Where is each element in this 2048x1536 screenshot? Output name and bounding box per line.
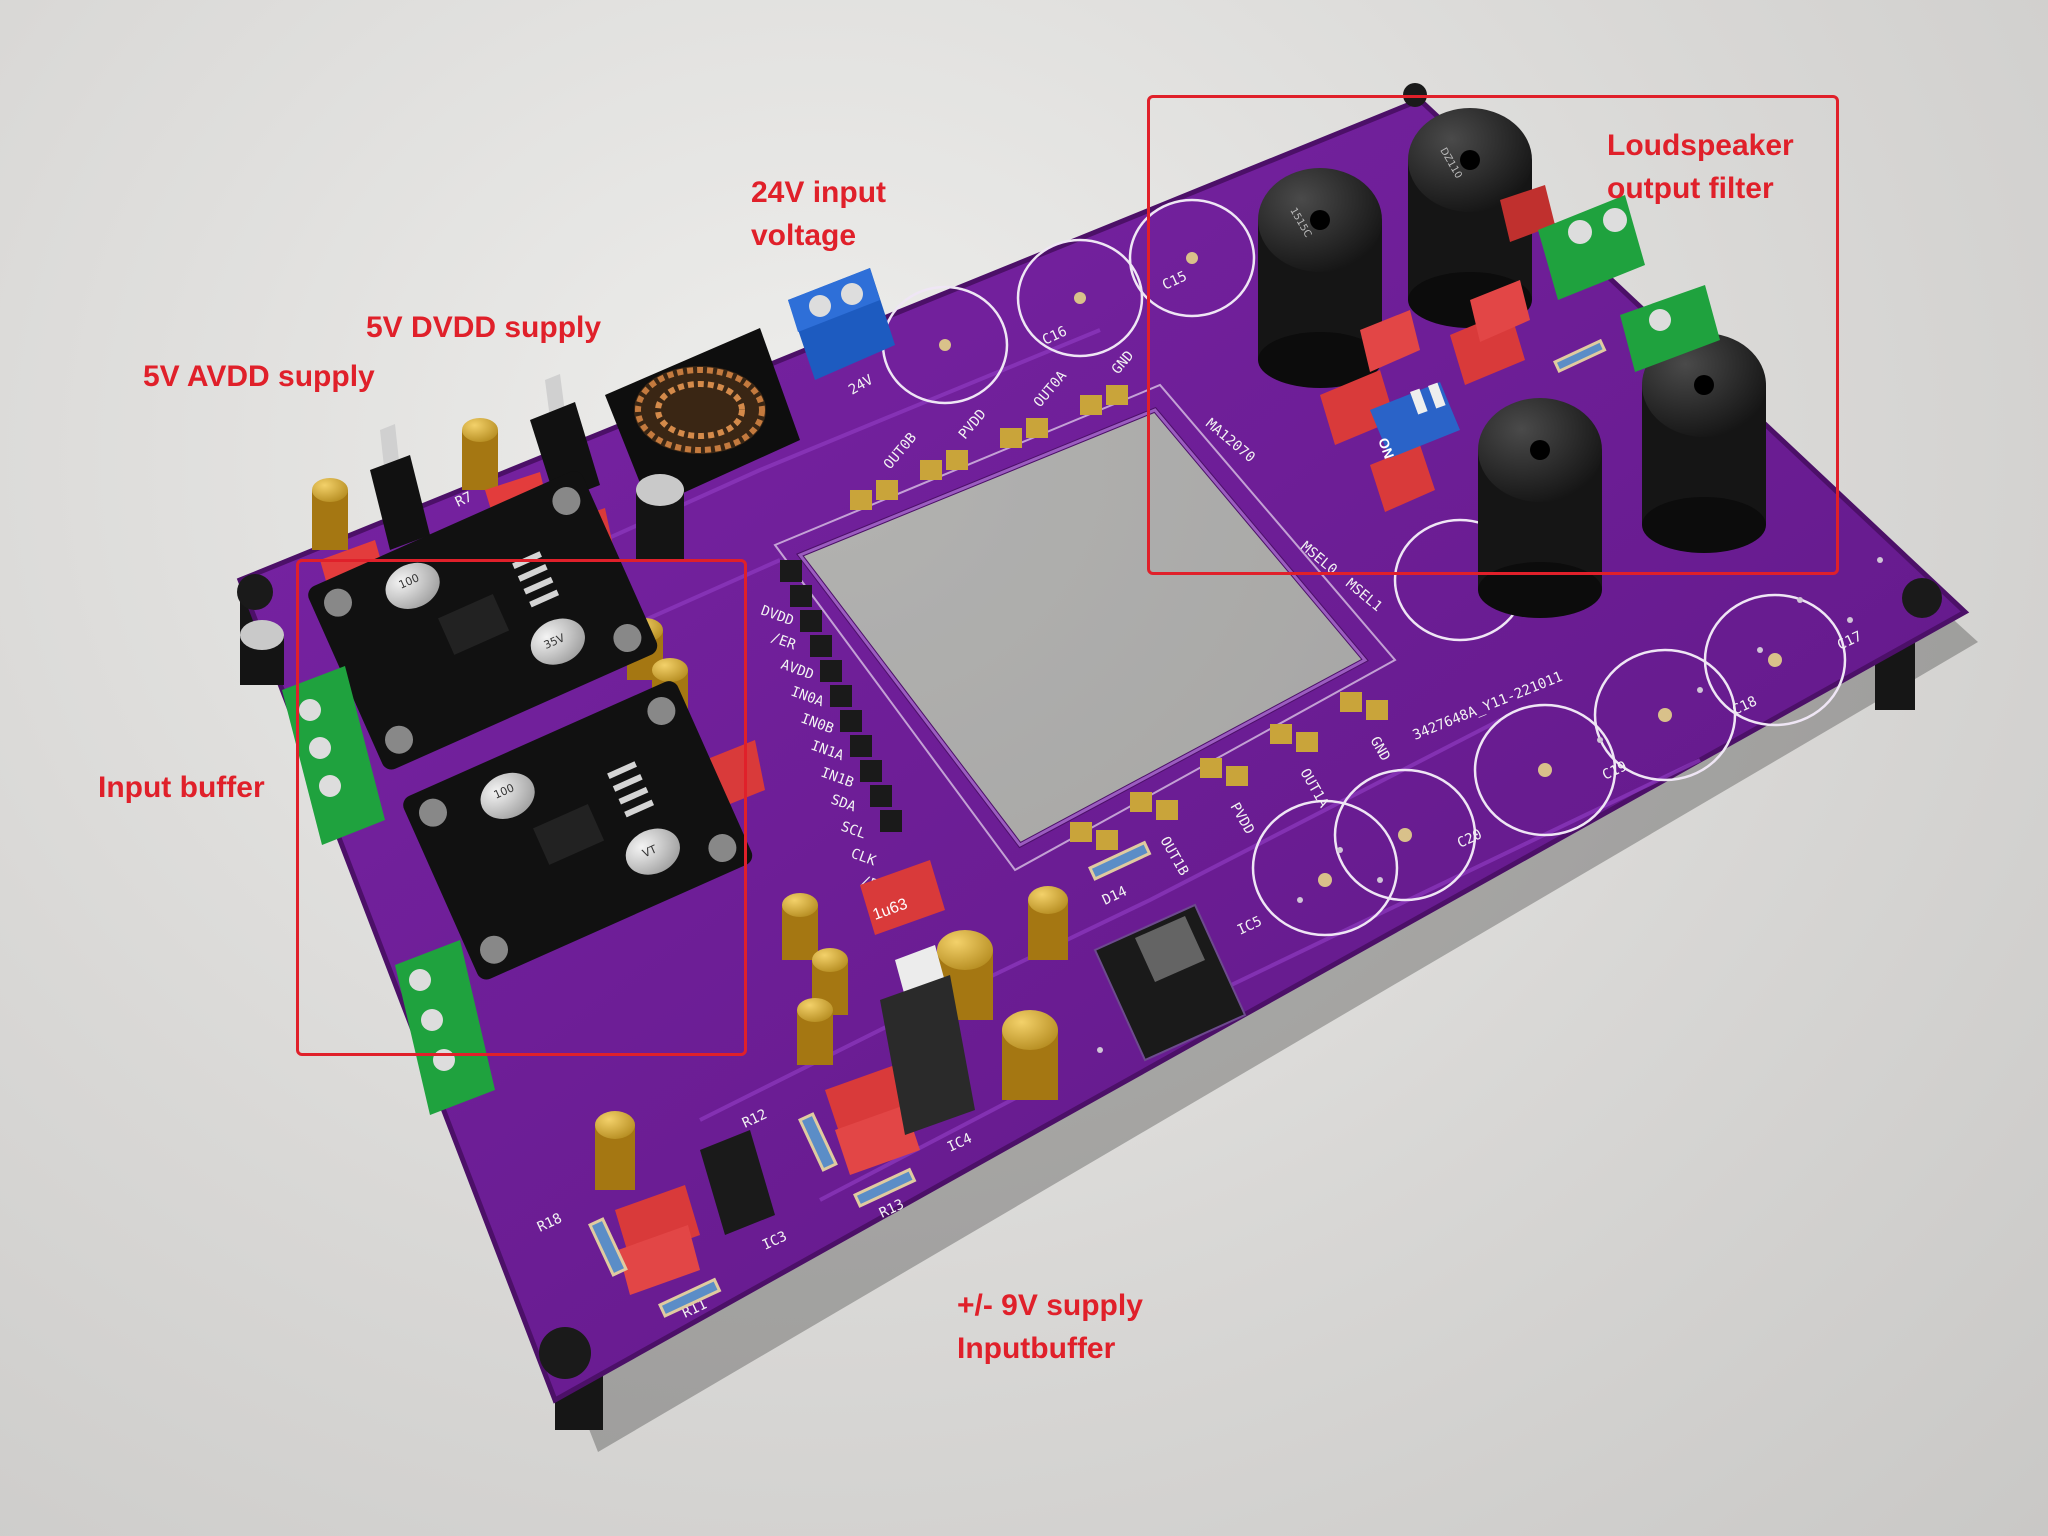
label-speaker-line2: output filter bbox=[1607, 172, 1774, 205]
input-buffer-highlight bbox=[296, 559, 747, 1056]
label-5v-avdd: 5V AVDD supply bbox=[143, 360, 375, 393]
ic5-chip bbox=[1093, 903, 1247, 1062]
silk-r7: R7 bbox=[453, 489, 475, 511]
label-24v-input: 24V input voltage bbox=[751, 171, 886, 257]
speaker-terminals bbox=[1538, 195, 1720, 372]
resistors bbox=[588, 338, 1607, 1318]
footprint-holes bbox=[939, 252, 1782, 887]
label-9v-line1: +/- 9V supply bbox=[957, 1289, 1143, 1322]
label-24v-line1: 24V input bbox=[751, 176, 887, 209]
label-input-buffer: Input buffer bbox=[98, 771, 265, 804]
input-buffer-modules: 100 35V 100 VT bbox=[308, 471, 753, 980]
label-5v-dvdd: 5V DVDD supply bbox=[366, 311, 602, 344]
ic3-chip bbox=[700, 1130, 775, 1235]
output-inductors: 1515C DZ110 bbox=[1258, 108, 1766, 618]
filter-film-caps bbox=[1320, 185, 1555, 512]
input-terminals bbox=[282, 666, 495, 1115]
dip-switch-label: ON bbox=[1375, 436, 1397, 461]
silk-frame bbox=[773, 383, 1397, 872]
label-9v-supply: +/- 9V supply Inputbuffer bbox=[957, 1284, 1143, 1370]
header-pins bbox=[780, 560, 902, 832]
label-speaker-filter: Loudspeaker output filter bbox=[1607, 124, 1794, 210]
dip-switch: ON bbox=[1370, 382, 1460, 461]
speaker-filter-highlight bbox=[1147, 95, 1839, 575]
cutout-edge bbox=[797, 408, 1368, 847]
label-24v-line2: voltage bbox=[751, 219, 857, 252]
black-caps bbox=[240, 474, 684, 685]
common-mode-choke bbox=[605, 328, 800, 508]
module-cap-voltage-2: VT bbox=[640, 842, 659, 860]
input-terminal-24v bbox=[788, 268, 895, 380]
electrolytic-caps bbox=[312, 418, 1068, 1190]
regulator-ic4 bbox=[880, 945, 975, 1135]
label-9v-line2: Inputbuffer bbox=[957, 1332, 1116, 1365]
label-speaker-line1: Loudspeaker bbox=[1607, 129, 1794, 162]
